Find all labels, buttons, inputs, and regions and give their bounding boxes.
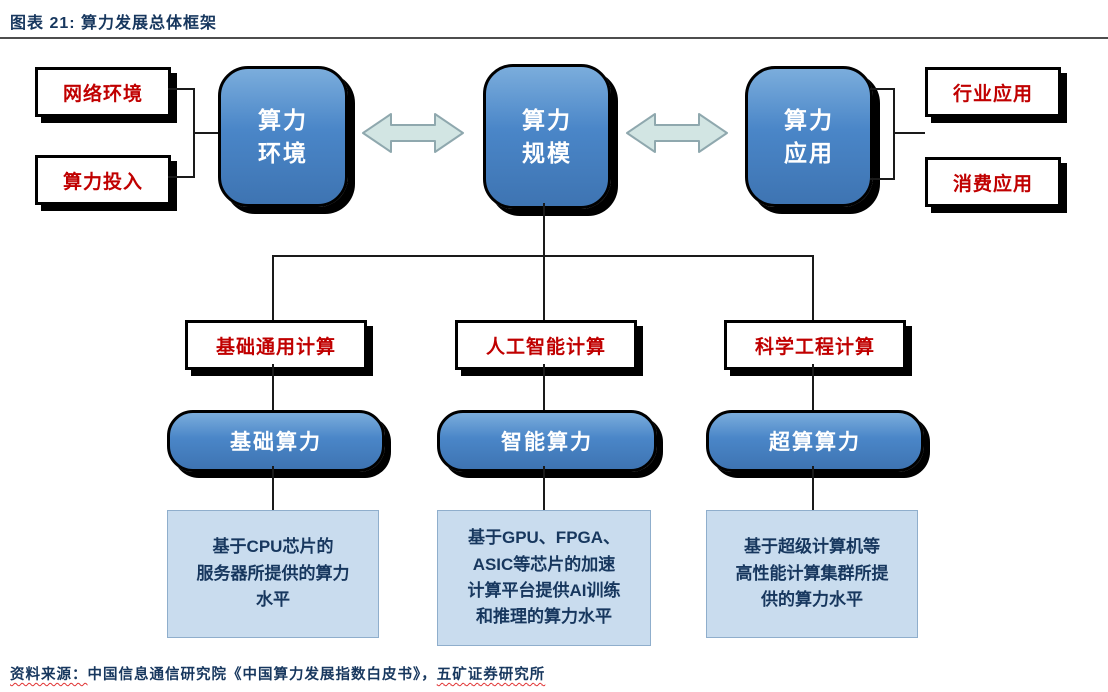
description-box-supercomputing: 基于超级计算机等 高性能计算集群所提 供的算力水平: [706, 510, 918, 638]
connector-line: [272, 364, 274, 410]
category-box-basic-general-computing: 基础通用计算: [185, 320, 367, 370]
output-box-label: 消费应用: [952, 173, 1033, 195]
connector-line: [168, 176, 195, 178]
output-box-label: 行业应用: [952, 83, 1033, 105]
connector-line: [543, 203, 545, 255]
category-label: 科学工程计算: [754, 336, 875, 358]
double-arrow-icon: [626, 113, 728, 153]
input-box-label: 网络环境: [62, 83, 143, 105]
connector-line: [543, 466, 545, 510]
source-note-prefix: 资料来源：: [10, 667, 88, 683]
double-arrow-icon: [362, 113, 464, 153]
category-box-scientific-engineering-computing: 科学工程计算: [724, 320, 906, 370]
source-note: 资料来源：中国信息通信研究院《中国算力发展指数白皮书》，五矿证券研究所: [10, 663, 545, 684]
output-box-industry-application: 行业应用: [925, 67, 1061, 117]
connector-line: [812, 364, 814, 410]
node-computing-scale: 算力 规模: [483, 64, 611, 209]
caption-divider: [0, 37, 1108, 39]
input-box-computing-investment: 算力投入: [35, 155, 171, 205]
figure-caption: 图表 21: 算力发展总体框架: [10, 15, 218, 32]
description-box-basic-computing: 基于CPU芯片的 服务器所提供的算力 水平: [167, 510, 379, 638]
connector-line: [272, 466, 274, 510]
connector-line: [272, 255, 274, 320]
connector-line: [168, 88, 195, 90]
power-node-basic-computing: 基础算力: [167, 410, 385, 472]
connector-line: [893, 132, 925, 134]
connector-line: [893, 88, 895, 180]
node-computing-application: 算力 应用: [745, 66, 873, 207]
category-box-ai-computing: 人工智能计算: [455, 320, 637, 370]
power-node-intelligent-computing: 智能算力: [437, 410, 657, 472]
connector-line: [193, 132, 218, 134]
power-label: 超算算力: [769, 431, 861, 454]
connector-line: [812, 255, 814, 320]
power-label: 基础算力: [230, 431, 322, 454]
power-node-supercomputing: 超算算力: [706, 410, 924, 472]
connector-line: [870, 88, 895, 90]
connector-line: [812, 466, 814, 510]
output-box-consumer-application: 消费应用: [925, 157, 1061, 207]
input-box-network-env: 网络环境: [35, 67, 171, 117]
category-label: 人工智能计算: [485, 336, 606, 358]
connector-line: [870, 178, 895, 180]
source-note-body: 中国信息通信研究院《中国算力发展指数白皮书》，: [87, 667, 437, 683]
input-box-label: 算力投入: [62, 171, 143, 193]
node-computing-environment: 算力 环境: [218, 66, 348, 207]
power-label: 智能算力: [501, 431, 593, 454]
description-box-intelligent-computing: 基于GPU、FPGA、 ASIC等芯片的加速 计算平台提供AI训练 和推理的算力…: [437, 510, 651, 646]
connector-line: [543, 255, 545, 320]
connector-line: [543, 364, 545, 410]
source-note-suffix: 五矿证券研究所: [436, 667, 546, 683]
category-label: 基础通用计算: [215, 336, 336, 358]
